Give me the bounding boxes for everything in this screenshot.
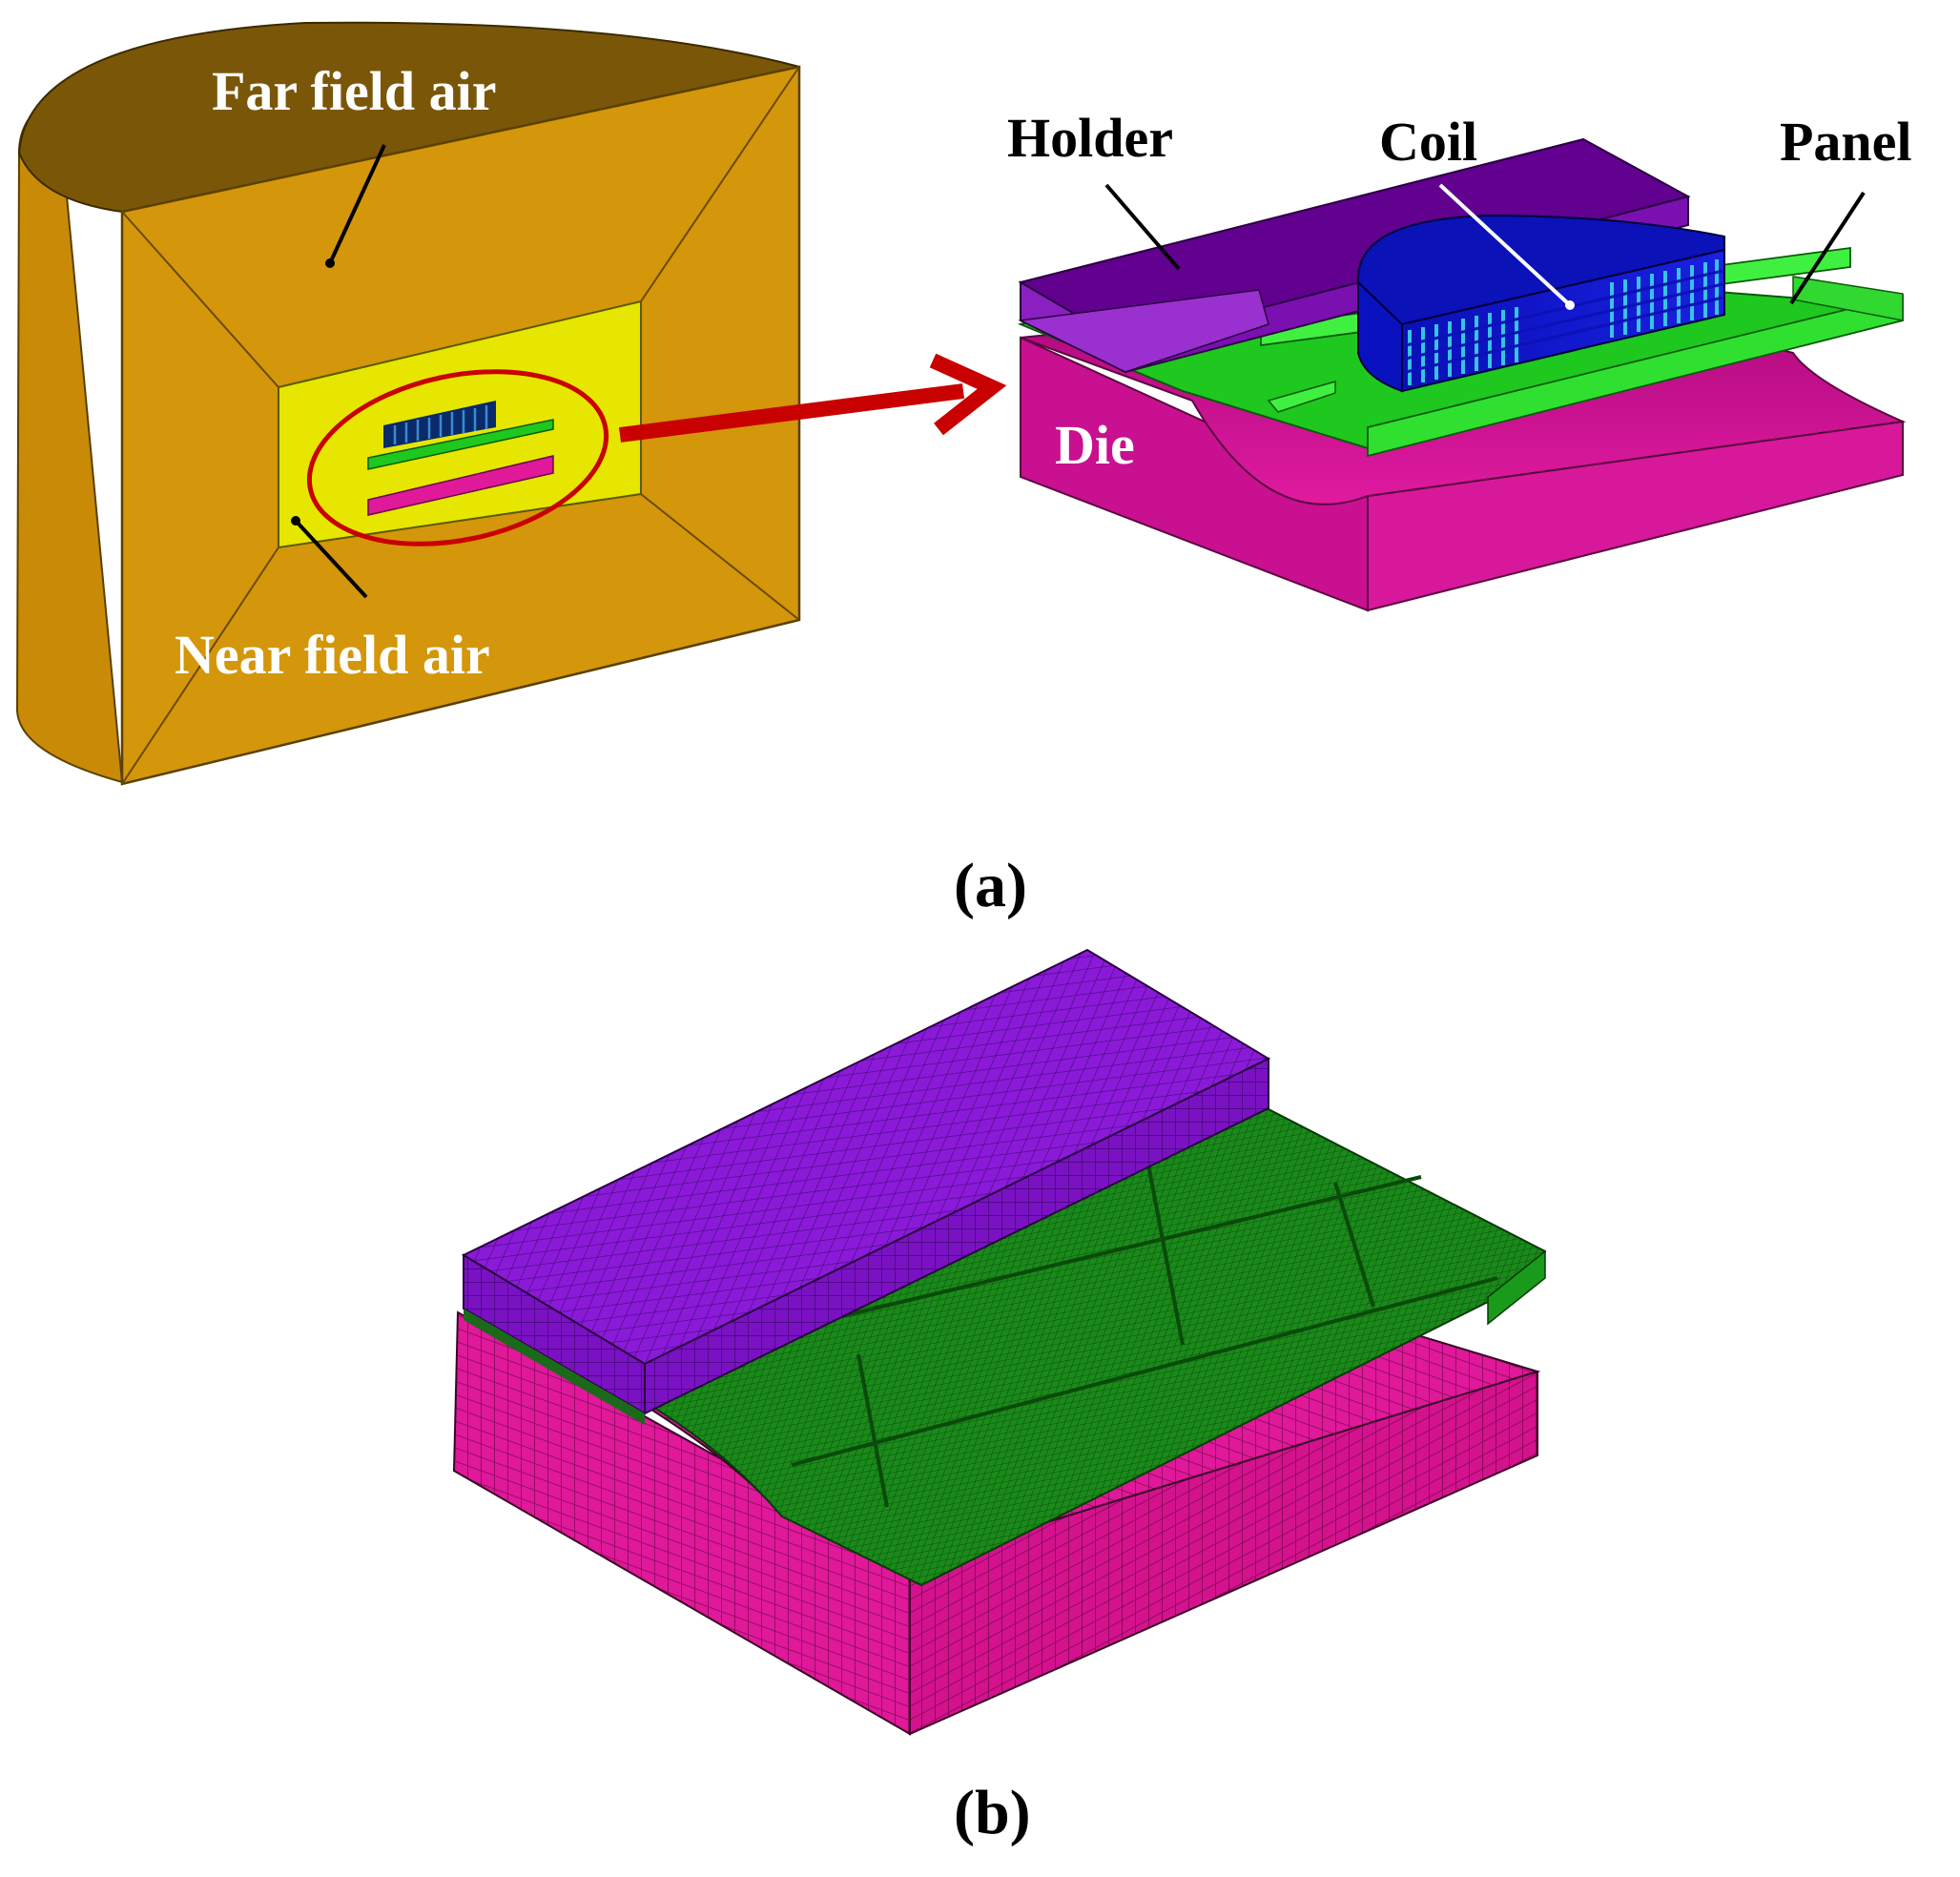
mesh-panel-ribs — [762, 1144, 1498, 1508]
coil-label: Coil — [1379, 111, 1477, 173]
coil-leader-dot — [1565, 300, 1575, 310]
caption-a: (a) — [954, 851, 1027, 920]
mesh-panel-flange — [1487, 1249, 1546, 1326]
highlight-ellipse — [306, 369, 609, 547]
panel-thumbnail — [367, 419, 554, 470]
assembly-model: Holder Coil Panel Die — [1007, 107, 1912, 612]
mesh-panel-base — [642, 1106, 1547, 1587]
panel-label: Panel — [1780, 111, 1912, 173]
coil-thumbnail-turns — [393, 405, 488, 444]
die-label: Die — [1055, 414, 1135, 476]
zoom-arrow — [618, 353, 1007, 443]
panel-rib-cross1 — [1267, 381, 1336, 413]
far-field-air-leader — [328, 144, 386, 264]
near-field-air-leader — [294, 519, 368, 599]
far-field-air-edges — [121, 66, 800, 785]
near-field-air-leader-dot — [291, 516, 300, 526]
holder-step — [1018, 289, 1269, 373]
die-thumbnail — [367, 455, 554, 516]
panel-flange — [1792, 276, 1904, 321]
holder-leader — [1104, 183, 1181, 271]
mesh-holder-right-face — [644, 1057, 1269, 1415]
near-field-air-label: Near field air — [175, 624, 490, 686]
far-field-air-leader-dot — [325, 258, 335, 268]
fe-mesh-model — [452, 948, 1547, 1736]
far-field-air-top-face — [17, 21, 800, 214]
air-domain-model: Far field air Near field air — [15, 21, 801, 786]
far-field-air-label: Far field air — [212, 60, 497, 122]
panel-leader — [1789, 191, 1866, 305]
mesh-holder-panel-layer — [464, 1309, 645, 1425]
coil-turn-dividers — [1405, 269, 1723, 374]
caption-b: (b) — [954, 1778, 1031, 1847]
coil-leader — [1438, 183, 1572, 307]
holder-label: Holder — [1007, 107, 1173, 169]
